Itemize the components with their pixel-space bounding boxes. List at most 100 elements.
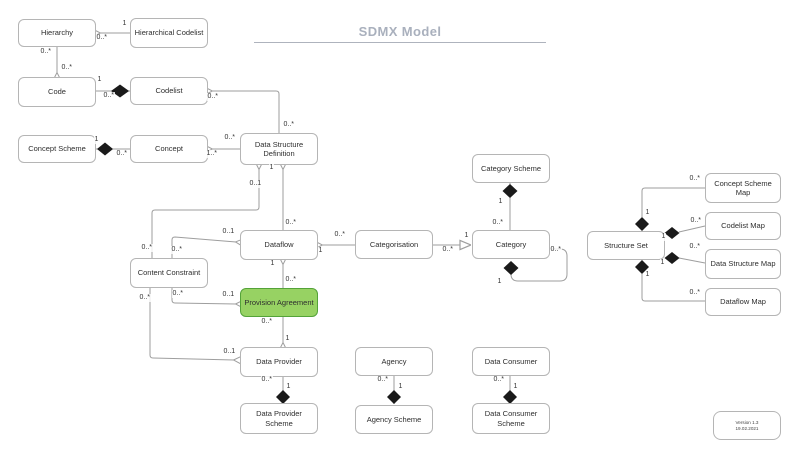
mult-hierarchy-code-source: 0..* — [40, 48, 52, 56]
node-agency[interactable]: Agency — [355, 347, 433, 376]
mult-category-self-target: 0..* — [550, 246, 562, 254]
diamond-dataproviderscheme-composition — [276, 390, 290, 404]
node-data-provider[interactable]: Data Provider — [240, 347, 318, 377]
node-codelist-map[interactable]: Codelist Map — [705, 212, 781, 240]
mult-dataprovider-scheme-target: 1 — [286, 383, 291, 391]
node-categorisation-label: Categorisation — [369, 239, 419, 249]
node-agency-label: Agency — [381, 356, 407, 366]
mult-structureset-dataflowmap-source: 1 — [645, 271, 650, 279]
node-provision-agreement[interactable]: Provision Agreement — [240, 288, 318, 317]
title-underline — [254, 42, 546, 43]
mult-contentconstraint-dsd-source: 0..* — [141, 244, 153, 252]
node-agency-scheme-label: Agency Scheme — [366, 414, 422, 424]
node-data-structure-map-label: Data Structure Map — [710, 259, 776, 269]
node-hierarchical-codelist[interactable]: Hierarchical Codelist — [130, 18, 208, 48]
node-code-label: Code — [48, 87, 66, 97]
node-concept[interactable]: Concept — [130, 135, 208, 163]
mult-conceptscheme-concept-target: 0..* — [116, 150, 128, 158]
node-dataflow[interactable]: Dataflow — [240, 230, 318, 260]
node-categorisation[interactable]: Categorisation — [355, 230, 433, 259]
node-data-consumer-scheme-label: Data Consumer Scheme — [484, 409, 538, 428]
edge-contentconstraint-dataprovider — [149, 288, 234, 360]
mult-contentconstraint-provisionagreement-source: 0..* — [172, 290, 184, 298]
node-category[interactable]: Category — [472, 230, 550, 259]
mult-provisionagreement-dataflow-source: 0..* — [285, 276, 297, 284]
node-content-constraint-label: Content Constraint — [137, 268, 201, 278]
diamond-structureset-bottom-composition — [635, 260, 649, 274]
node-hierarchy[interactable]: Hierarchy — [18, 19, 96, 47]
mult-categorisation-category-target: 1 — [464, 232, 469, 240]
mult-structureset-codelistmap-target: 0..* — [690, 217, 702, 225]
node-data-structure-map[interactable]: Data Structure Map — [705, 249, 781, 279]
node-concept-scheme-label: Concept Scheme — [28, 144, 86, 154]
mult-contentconstraint-provisionagreement-target: 0..1 — [222, 291, 235, 299]
mult-contentconstraint-dataprovider-target: 0..1 — [223, 348, 236, 356]
node-structure-set[interactable]: Structure Set — [587, 231, 665, 260]
version-line2: 19.02.2021 — [735, 425, 759, 431]
version-line1: Version 1.3 — [735, 419, 759, 425]
node-data-consumer[interactable]: Data Consumer — [472, 347, 550, 376]
mult-dsd-concept-target: 1..* — [206, 150, 218, 158]
mult-provisionagreement-dataprovider-target: 1 — [285, 335, 290, 343]
node-concept-scheme-map[interactable]: Concept Scheme Map — [705, 173, 781, 203]
mult-contentconstraint-dsd-target: 0..1 — [249, 180, 262, 188]
diamond-structureset-right2-composition — [664, 252, 680, 264]
mult-contentconstraint-dataflow-target: 0..1 — [222, 228, 235, 236]
mult-structureset-codelistmap-source: 1 — [661, 233, 666, 241]
node-data-provider-label: Data Provider — [256, 357, 302, 367]
mult-provisionagreement-dataflow-target: 1 — [270, 260, 275, 268]
node-dataflow-map[interactable]: Dataflow Map — [705, 288, 781, 316]
mult-agency-scheme-source: 0..* — [377, 376, 389, 384]
edge-contentconstraint-provisionagreement — [171, 288, 236, 304]
mult-categoryscheme-category-target: 0..* — [492, 219, 504, 227]
edge-dsd-codelist — [212, 91, 280, 133]
mult-dataflow-dsd-target: 1 — [269, 164, 274, 172]
edge-structureset-codelistmap — [678, 225, 706, 233]
mult-contentconstraint-dataprovider-source: 0..* — [139, 294, 151, 302]
node-hierarchy-label: Hierarchy — [40, 28, 74, 38]
mult-hierarchicalcodelist-hierarchy-target: 0..* — [96, 34, 108, 42]
mult-structureset-conceptschememap-target: 0..* — [689, 175, 701, 183]
diamond-category-self-composition — [503, 261, 519, 275]
mult-hierarchy-code-target: 0..* — [61, 64, 73, 72]
mult-structureset-conceptschememap-source: 1 — [645, 209, 650, 217]
mult-dataconsumer-scheme-target: 1 — [513, 383, 518, 391]
mult-structureset-datastructuremap-target: 0..* — [689, 243, 701, 251]
edge-contentconstraint-dsd — [151, 169, 259, 258]
node-data-structure-definition[interactable]: Data Structure Definition — [240, 133, 318, 165]
node-content-constraint[interactable]: Content Constraint — [130, 258, 208, 288]
node-category-label: Category — [495, 239, 527, 249]
node-agency-scheme[interactable]: Agency Scheme — [355, 405, 433, 434]
mult-code-codelist-target: 0..* — [103, 92, 115, 100]
node-code[interactable]: Code — [18, 77, 96, 107]
node-data-provider-scheme[interactable]: Data Provider Scheme — [240, 403, 318, 434]
node-data-consumer-label: Data Consumer — [484, 356, 538, 366]
mult-categorisation-category-source: 0..* — [442, 246, 454, 254]
node-codelist[interactable]: Codelist — [130, 77, 208, 105]
edge-structureset-dataflowmap — [641, 274, 705, 302]
node-hierarchical-codelist-label: Hierarchical Codelist — [134, 28, 204, 38]
edge-structureset-conceptschememap — [641, 187, 705, 217]
node-structure-set-label: Structure Set — [604, 240, 648, 250]
mult-dataflow-dsd-source: 0..* — [285, 219, 297, 227]
mult-contentconstraint-dataflow-source: 0..* — [171, 246, 183, 254]
node-data-consumer-scheme[interactable]: Data Consumer Scheme — [472, 403, 550, 434]
diamond-categoryscheme-composition — [502, 184, 518, 198]
node-data-provider-scheme-label: Data Provider Scheme — [256, 409, 302, 428]
mult-category-self-source: 1 — [497, 278, 502, 286]
diamond-dataconsumerscheme-composition — [503, 390, 517, 404]
node-category-scheme[interactable]: Category Scheme — [472, 154, 550, 183]
diamond-conceptscheme-aggregation — [97, 142, 113, 156]
mult-dataprovider-scheme-source: 0..* — [261, 376, 273, 384]
node-concept-scheme[interactable]: Concept Scheme — [18, 135, 96, 163]
mult-conceptscheme-concept-source: 1 — [94, 136, 99, 144]
mult-categorisation-dataflow-source: 0..* — [334, 231, 346, 239]
mult-agency-scheme-target: 1 — [398, 383, 403, 391]
diamond-codelist-aggregation — [111, 84, 129, 98]
mult-categoryscheme-category-source: 1 — [498, 198, 503, 206]
node-concept-scheme-map-label: Concept Scheme Map — [714, 178, 772, 197]
node-codelist-map-label: Codelist Map — [721, 221, 765, 231]
